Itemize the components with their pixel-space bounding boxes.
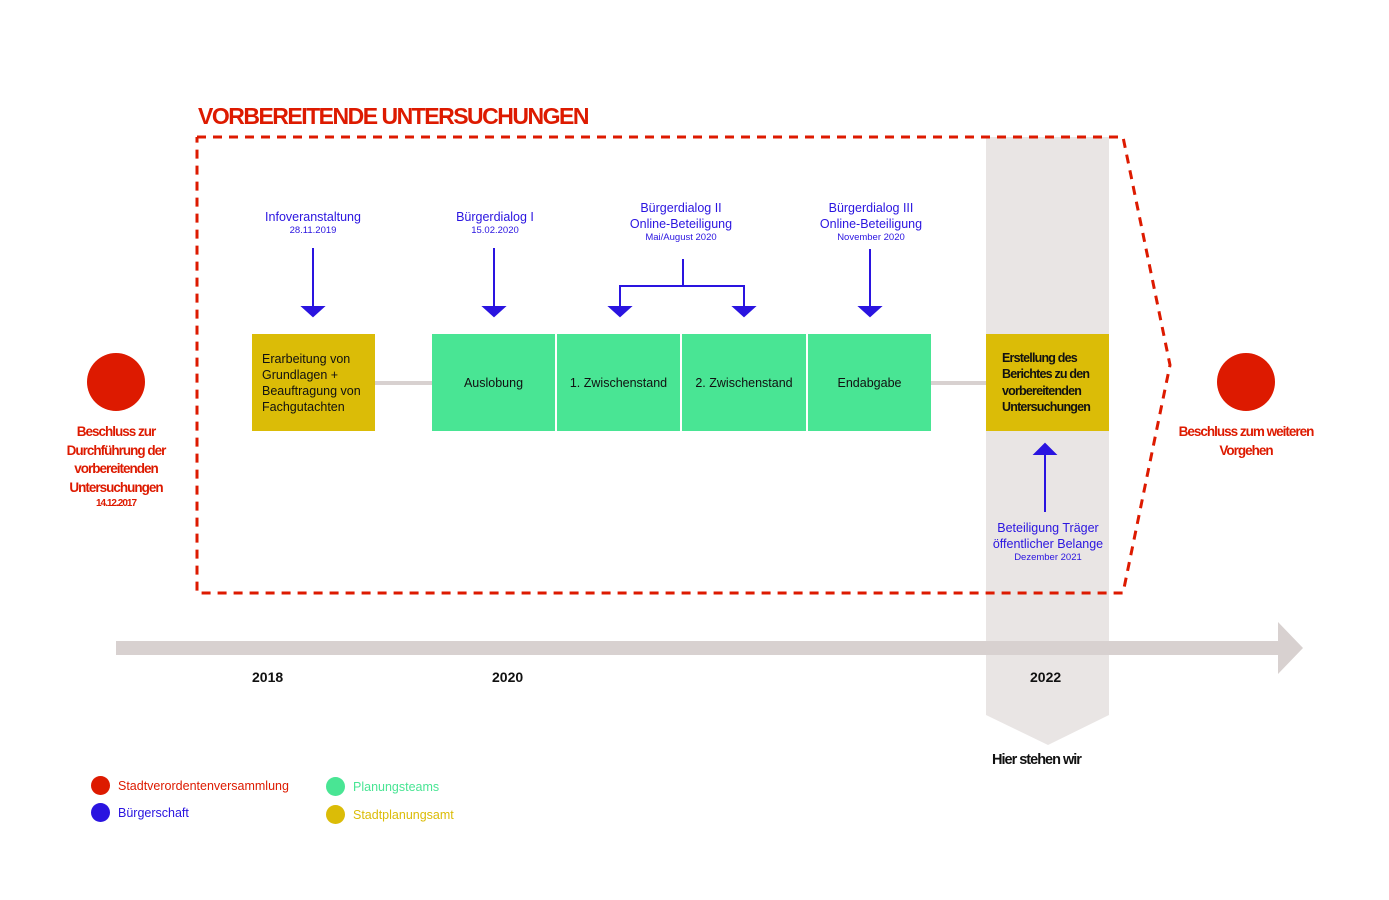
step-zwischenstand-2: 2. Zwischenstand <box>682 334 806 431</box>
step-auslobung: Auslobung <box>432 334 555 431</box>
legend-dot-icon <box>326 805 345 824</box>
legend-item: Bürgerschaft <box>91 803 189 822</box>
timeline-arrow <box>116 622 1303 674</box>
legend-item: Stadtplanungsamt <box>326 805 454 824</box>
legend-dot-icon <box>91 776 110 795</box>
arrow-down-icon <box>857 306 883 318</box>
arrow-up-icon <box>1032 442 1058 455</box>
arrow-down-icon <box>607 306 633 318</box>
current-position-label: Hier stehen wir <box>992 752 1082 768</box>
current-phase-band <box>986 137 1109 745</box>
diagram-title: VORBEREITENDE UNTERSUCHUNGEN <box>198 103 589 129</box>
step-endabgabe: Endabgabe <box>808 334 931 431</box>
start-milestone: Beschluss zur Durchführung der vorbereit… <box>66 424 167 509</box>
end-milestone-dot <box>1217 353 1275 411</box>
study-dashed-frame <box>195 135 1172 595</box>
step-zwischenstand-1: 1. Zwischenstand <box>557 334 680 431</box>
year-label: 2020 <box>492 669 524 685</box>
arrow-down-icon <box>300 306 326 318</box>
step-grundlagen: Erarbeitung von Grundlagen + Beauftragun… <box>252 334 375 431</box>
legend-dot-icon <box>91 803 110 822</box>
arrow-down-icon <box>481 306 507 318</box>
legend-dot-icon <box>326 777 345 796</box>
start-milestone-dot <box>87 353 145 411</box>
step-bericht: Erstellung des Berichtes zu den vorberei… <box>986 334 1109 431</box>
legend-item: Stadtverordentenversammlung <box>91 776 289 795</box>
end-milestone: Beschluss zum weiteren Vorgehen <box>1178 424 1315 458</box>
year-label: 2022 <box>1030 669 1062 685</box>
arrow-down-icon <box>731 306 757 318</box>
legend-item: Planungsteams <box>326 777 439 796</box>
year-label: 2018 <box>252 669 284 685</box>
